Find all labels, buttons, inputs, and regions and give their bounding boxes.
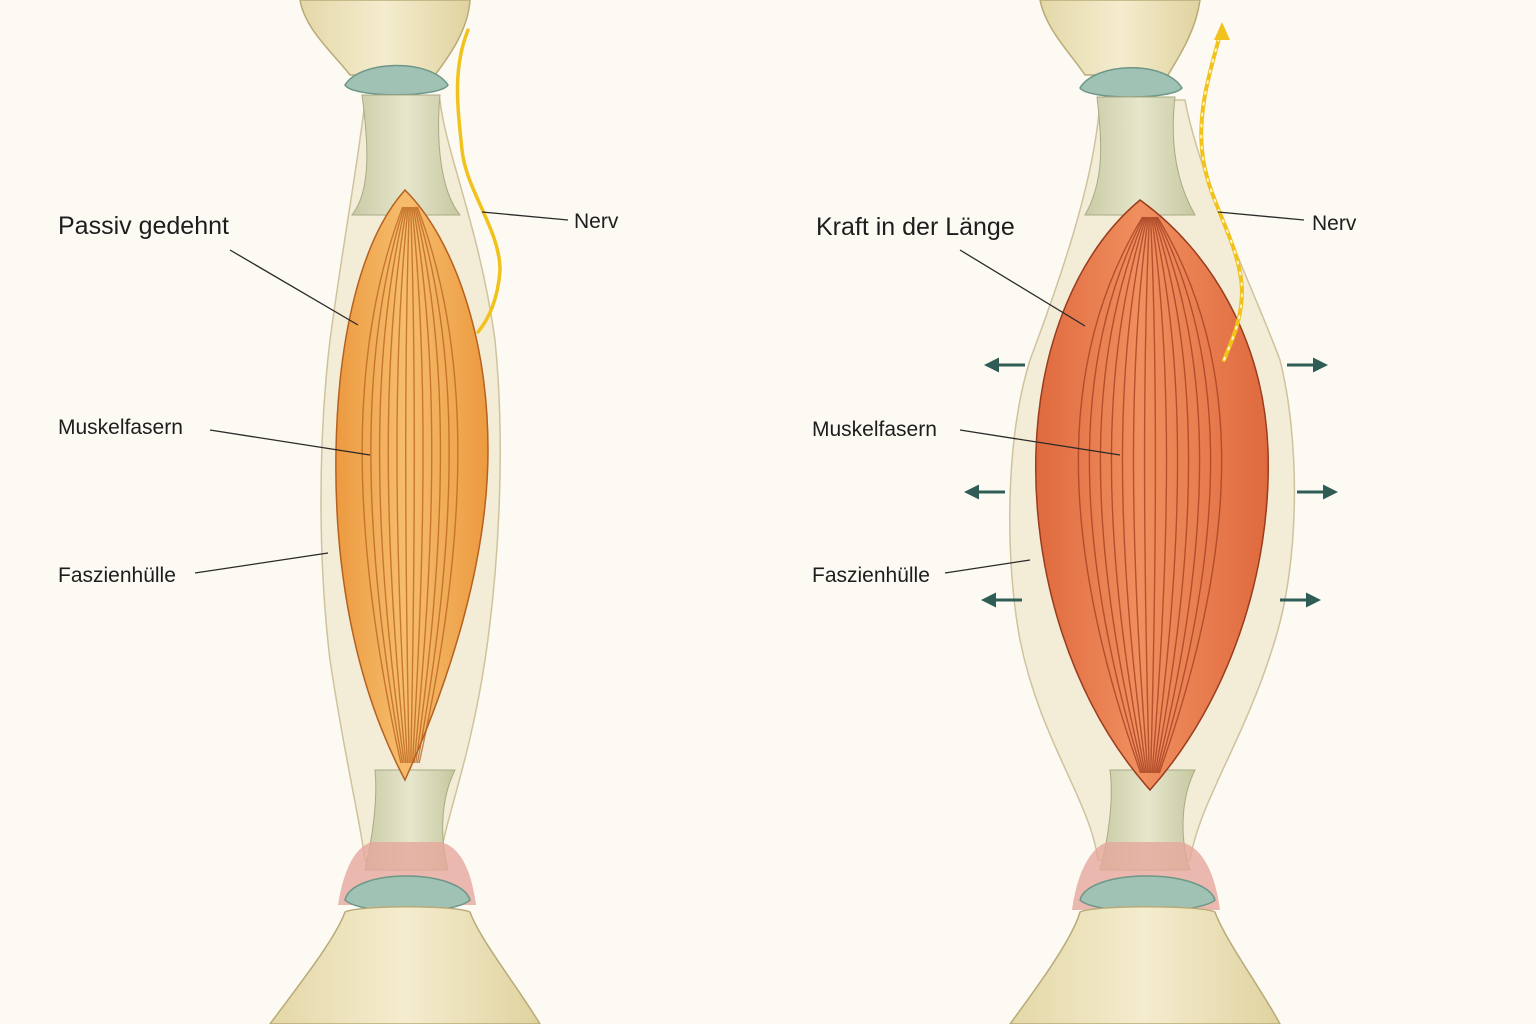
muscle-fiber-line — [1110, 216, 1147, 774]
muscle-fiber-line — [415, 206, 450, 764]
leader-fibers — [959, 429, 1121, 456]
bottom-bone — [1009, 906, 1281, 1024]
muscle-fiber-line — [409, 206, 416, 764]
muscle-fiber-line — [1156, 216, 1223, 774]
leader-state — [959, 249, 1086, 327]
fascia-label: Faszienhülle — [812, 564, 930, 587]
muscle-fiber-line — [404, 206, 411, 764]
muscle-fiber-line — [413, 206, 442, 764]
muscle-fiber-line — [416, 206, 459, 764]
leader-fascia — [944, 559, 1031, 574]
top-cartilage — [1079, 67, 1183, 98]
muscle-fiber-line — [387, 206, 408, 764]
muscle-fiber-line — [1088, 216, 1145, 774]
fibers-label: Muskelfasern — [812, 418, 937, 441]
muscle-fiber-line — [1121, 216, 1148, 774]
tendon-top — [1084, 96, 1196, 216]
top-bone — [299, 0, 471, 76]
top-cartilage — [344, 64, 449, 96]
muscle-fiber-line — [1077, 216, 1144, 774]
state-label: Kraft in der Länge — [816, 213, 1015, 241]
muscle-fibers — [1077, 216, 1223, 774]
leader-state — [229, 249, 359, 326]
muscle-fibers — [361, 206, 459, 764]
top-bone — [1039, 0, 1201, 76]
leader-fascia — [194, 552, 329, 574]
muscle-fiber-line — [1132, 216, 1149, 774]
muscle-fiber-line — [1155, 216, 1212, 774]
nerve — [455, 28, 502, 334]
muscle-fiber-line — [1154, 216, 1201, 774]
leader-nerve — [481, 211, 569, 221]
muscle-fiber-line — [1149, 216, 1157, 774]
nerve-label: Nerv — [574, 210, 619, 233]
leader-nerve — [1217, 211, 1305, 221]
muscle-fiber-line — [361, 206, 404, 764]
muscle-fiber-line — [411, 206, 424, 764]
muscle-fiber-line — [378, 206, 407, 764]
muscle-fiber-line — [1143, 216, 1151, 774]
fibers-label: Muskelfasern — [58, 416, 183, 439]
muscle-fiber-line — [1153, 216, 1190, 774]
muscle-fiber-line — [396, 206, 409, 764]
nerve — [1199, 26, 1245, 362]
state-label: Passiv gedehnt — [58, 212, 229, 240]
panel-passive: Passiv gedehnt Nerv Muskelfasern Faszien… — [58, 0, 619, 1024]
muscle-fiber-line — [412, 206, 433, 764]
muscle-fiber-line — [1151, 216, 1168, 774]
panel-active: Kraft in der Länge Nerv Muskelfasern Fas… — [812, 0, 1357, 1024]
bottom-bone — [269, 906, 541, 1024]
tendon-top — [350, 94, 462, 216]
outward-arrows — [964, 357, 1338, 608]
arrow-up-icon — [1214, 22, 1230, 40]
fascia-label: Faszienhülle — [58, 564, 176, 587]
leader-fibers — [209, 429, 371, 456]
muscle-fiber-line — [1152, 216, 1179, 774]
nerve-label: Nerv — [1312, 212, 1357, 235]
muscle-fiber-line — [370, 206, 405, 764]
